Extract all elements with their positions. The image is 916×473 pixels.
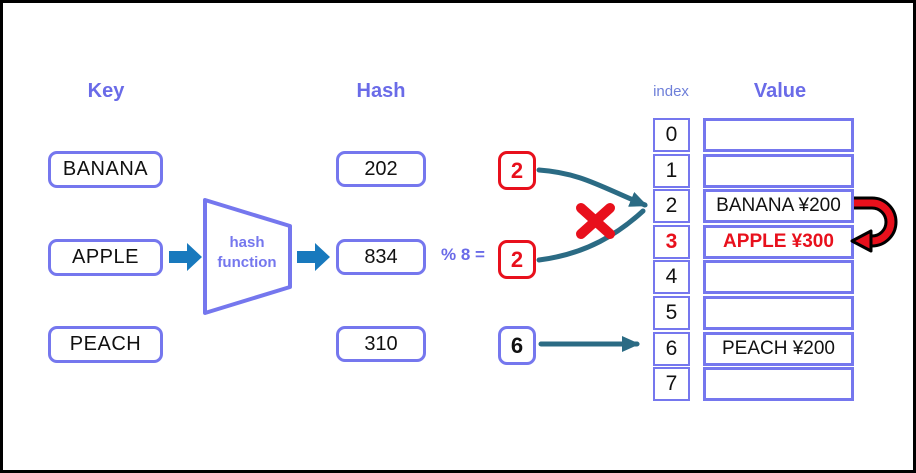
collision-x-icon [576, 203, 615, 239]
value-cell-1 [703, 154, 854, 188]
mod-expression-label: % 8 = [441, 245, 485, 264]
index-cell-5: 5 [653, 296, 690, 330]
key-box-apple: APPLE [48, 239, 163, 276]
index-cell-0: 0 [653, 118, 690, 152]
result-box-peach: 6 [498, 326, 536, 365]
result-box-apple: 2 [498, 240, 536, 279]
index-cell-2: 2 [653, 189, 690, 223]
index-cell-3: 3 [653, 225, 690, 259]
value-cell-5 [703, 296, 854, 330]
index-column-header: index [653, 83, 689, 100]
uturn-arrow-icon [850, 196, 898, 253]
index-cell-7: 7 [653, 367, 690, 401]
hash-box-banana: 202 [336, 151, 426, 187]
key-box-banana: BANANA [48, 151, 163, 188]
value-cell-3: APPLE ¥300 [703, 225, 854, 259]
result-box-banana: 2 [498, 151, 536, 190]
value-column-header: Value [753, 80, 807, 102]
key-column-header: Key [87, 80, 125, 102]
flow-arrow-icon [297, 243, 330, 271]
hash-box-apple: 834 [336, 239, 426, 275]
value-cell-0 [703, 118, 854, 152]
hash-column-header: Hash [356, 80, 406, 102]
hash-function-label: hash function [217, 234, 277, 271]
mapping-arrow-banana [536, 167, 648, 208]
index-cell-4: 4 [653, 260, 690, 294]
value-cell-2: BANANA ¥200 [703, 189, 854, 223]
value-cell-4 [703, 260, 854, 294]
index-cell-1: 1 [653, 154, 690, 188]
hash-box-peach: 310 [336, 326, 426, 362]
value-cell-6: PEACH ¥200 [703, 332, 854, 366]
index-cell-6: 6 [653, 332, 690, 366]
value-cell-7 [703, 367, 854, 401]
flow-arrow-icon [169, 243, 202, 271]
mapping-arrow-apple [536, 208, 646, 263]
key-box-peach: PEACH [48, 326, 163, 363]
